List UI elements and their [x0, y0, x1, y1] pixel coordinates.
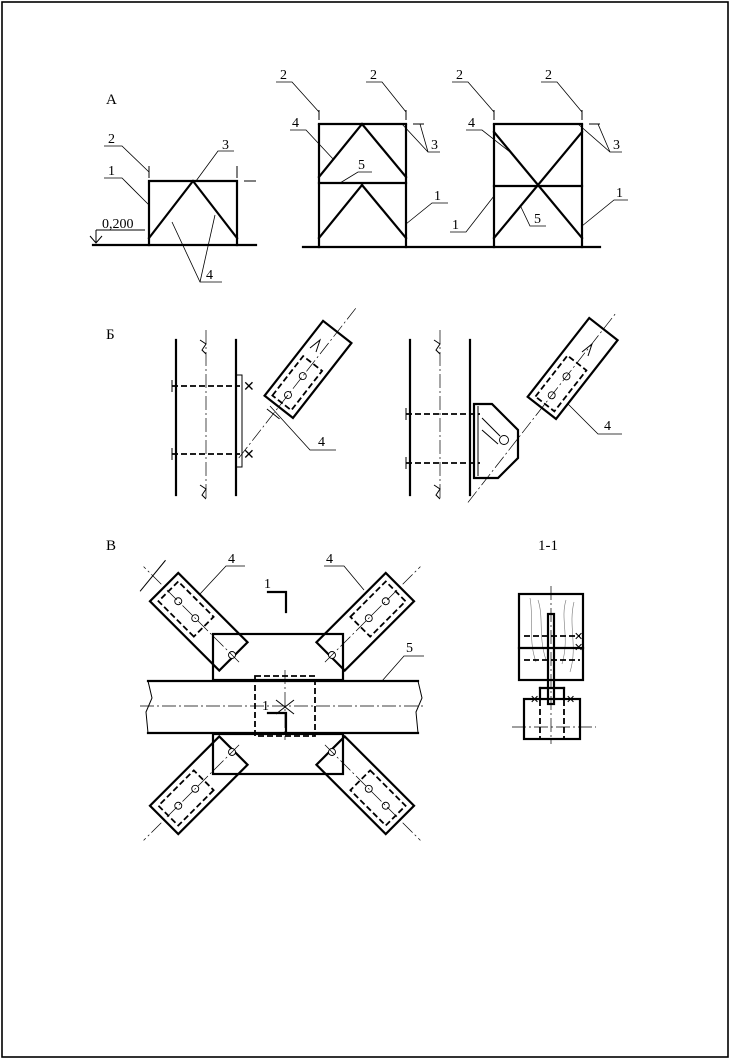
brace-bottom-left [143, 734, 250, 841]
callout-1: 1 [108, 164, 115, 179]
brace-bottom-right [314, 734, 421, 841]
bolt [298, 372, 307, 381]
callout-4e: 4 [604, 419, 611, 434]
callout-5c: 5 [406, 641, 413, 656]
bracing-node-left: ✕ ✕ 4 [171, 308, 356, 500]
section-b: Б ✕ ✕ 4 [106, 308, 622, 503]
weld-mark: ✕ [243, 380, 255, 395]
callout-4g: 4 [326, 552, 333, 567]
section-a-label: А [106, 92, 117, 108]
section-b-label: Б [106, 327, 115, 343]
callout-2c: 2 [370, 68, 377, 83]
callout-4c: 4 [468, 116, 475, 131]
bolt [499, 435, 509, 445]
brace-top-left [139, 559, 250, 673]
weld-mark: ✕ [566, 694, 575, 706]
weld-mark: ✕ [574, 631, 583, 643]
section-v-label: В [106, 538, 116, 554]
callout-2e: 2 [545, 68, 552, 83]
callout-1d: 1 [616, 186, 623, 201]
weld-mark: ✕ [530, 694, 539, 706]
cut-1-1: 1-1 ✕ ✕ ✕ ✕ [512, 538, 596, 744]
callout-4b: 4 [292, 116, 299, 131]
brace-top-right [314, 566, 421, 673]
frame-2: 2 2 4 3 5 1 [276, 68, 602, 249]
callout-5b: 5 [534, 212, 541, 227]
cut-mark-top: 1 [264, 577, 271, 592]
callout-2d: 2 [456, 68, 463, 83]
callout-3c: 3 [613, 138, 620, 153]
section-a: А 0,200 2 1 3 4 [89, 68, 628, 283]
bracing-node-right: 4 [405, 313, 622, 503]
section-v: В 1 1 [106, 538, 426, 841]
callout-1c: 1 [452, 218, 459, 233]
cut-1-1-label: 1-1 [538, 538, 558, 554]
elevation-mark: 0,200 [102, 217, 134, 232]
callout-4f: 4 [228, 552, 235, 567]
cut-mark-bottom: 1 [262, 699, 269, 714]
callout-4d: 4 [318, 435, 325, 450]
frame-3: 2 2 4 3 5 1 1 [450, 68, 628, 249]
callout-4: 4 [206, 268, 213, 283]
callout-1b: 1 [434, 189, 441, 204]
callout-3b: 3 [431, 138, 438, 153]
callout-2b: 2 [280, 68, 287, 83]
callout-3: 3 [222, 138, 229, 153]
weld-mark: ✕ [243, 448, 255, 463]
callout-2: 2 [108, 132, 115, 147]
callout-5: 5 [358, 158, 365, 173]
weld-mark: ✕ [574, 642, 583, 654]
frame-1: 0,200 2 1 3 4 [89, 132, 258, 283]
